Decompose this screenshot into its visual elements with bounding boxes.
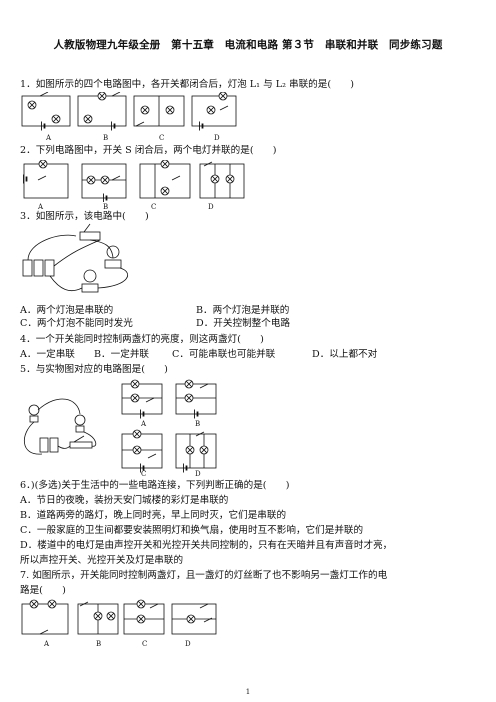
q1-circuit-d [191,92,237,131]
q4-option-c[interactable]: C．可能串联也可能并联 [172,349,276,360]
q2-circuit-b [81,163,127,202]
q2-caption-d: D [208,203,214,211]
q2-circuit-figures [20,160,250,202]
q6-option-a[interactable]: A．节日的夜晚，装扮天安门城楼的彩灯是串联的 [20,495,229,506]
page-title: 人教版物理九年级全册 第十五章 电流和电路 第３节 串联和并联 同步练习题 [53,39,443,51]
q7-caption-a: A [44,640,50,648]
question-1-stem: 1．如图所示的四个电路图中，各开关都闭合后，灯泡 L₁ 与 L₂ 串联的是( ) [20,79,355,90]
q1-caption-b: B [103,134,109,142]
q3-option-c[interactable]: C．两个灯泡不能同时发光 [20,318,133,329]
q6-option-d[interactable]: D．楼道中的电灯是由声控开关和光控开关共同控制的，只有在天暗并且有声音时才亮， [20,540,393,551]
question-2-stem: 2．下列电路图中，开关 S 闭合后，两个电灯并联的是( ) [20,145,277,156]
question-7-stem-continued: 路是( ) [20,585,66,596]
q1-caption-d: D [214,134,220,142]
q5-caption-b: B [195,420,201,428]
q3-option-d[interactable]: D．开关控制整个电路 [196,318,291,329]
question-3-stem: 3．如图所示，该电路中( ) [20,211,149,222]
q6-option-d-continued: 所以声控开关、光控开关及灯是串联的 [20,555,184,566]
q7-circuit-figures [20,598,220,638]
page-number: 1 [245,688,251,696]
q5-circuit-b [175,379,217,419]
q5-caption-d: D [195,470,201,478]
q2-circuit-a [22,160,69,199]
q3-options-row-2: C．两个灯泡不能同时发光 D．开关控制整个电路 [20,318,290,330]
q6-option-c[interactable]: C．一般家庭的卫生间都要安装照明灯和换气扇，使用时互不影响，它们是并联的 [20,525,364,536]
question-6-stem: 6．)(多选)关于生活中的一些电路连接，下列判断正确的是( ) [20,480,290,491]
q1-caption-c: C [159,134,165,142]
q5-circuit-a [121,379,163,419]
q2-circuit-c [139,160,191,199]
q7-caption-d: D [185,640,191,648]
q5-circuit-figures [120,378,220,476]
q4-option-d[interactable]: D．以上都不对 [312,349,378,360]
q5-circuit-c [121,429,163,473]
q5-caption-c: C [141,470,147,478]
q6-option-b[interactable]: B．道路两旁的路灯，晚上同时亮，早上同时灭，它们是串联的 [20,510,287,521]
q5-physical-circuit-illustration [18,392,108,472]
q3-option-b[interactable]: B．两个灯泡是并联的 [196,305,290,316]
question-7-stem: 7. 如图所示，开关能同时控制两盏灯，且一盏灯的灯丝断了也不影响另一盏灯工作的电 [20,570,388,581]
q5-circuit-d [175,431,217,473]
q4-options: A．一定串联 B．一定并联 C．可能串联也可能并联 D．以上都不对 [20,349,377,361]
q1-caption-a: A [46,134,52,142]
q1-circuit-a [21,92,71,131]
q7-circuit-b [77,601,119,635]
q2-caption-c: C [151,203,157,211]
q2-caption-b: B [103,203,109,211]
q1-circuit-figures [20,92,240,132]
q2-caption-a: A [38,203,44,211]
q2-circuit-d [199,161,245,199]
q7-circuit-c [123,599,165,635]
q4-option-a[interactable]: A．一定串联 [20,349,75,360]
q7-circuit-a [21,599,69,635]
q7-caption-c: C [142,640,148,648]
q3-option-a[interactable]: A．两个灯泡是串联的 [20,305,114,316]
q7-caption-b: B [96,640,102,648]
q3-options: A．两个灯泡是串联的 B．两个灯泡是并联的 [20,305,289,317]
q7-circuit-d [171,603,217,635]
q4-option-b[interactable]: B．一定并联 [94,349,150,360]
q1-circuit-b [77,92,127,131]
question-5-stem: 5．与实物图对应的电路图是( ) [20,364,168,375]
q3-physical-circuit-illustration [20,222,160,302]
q5-caption-a: A [141,420,147,428]
q1-circuit-c [133,95,185,127]
question-4-stem: 4．一个开关能同时控制两盏灯的亮度，则这两盏灯( ) [20,334,264,345]
